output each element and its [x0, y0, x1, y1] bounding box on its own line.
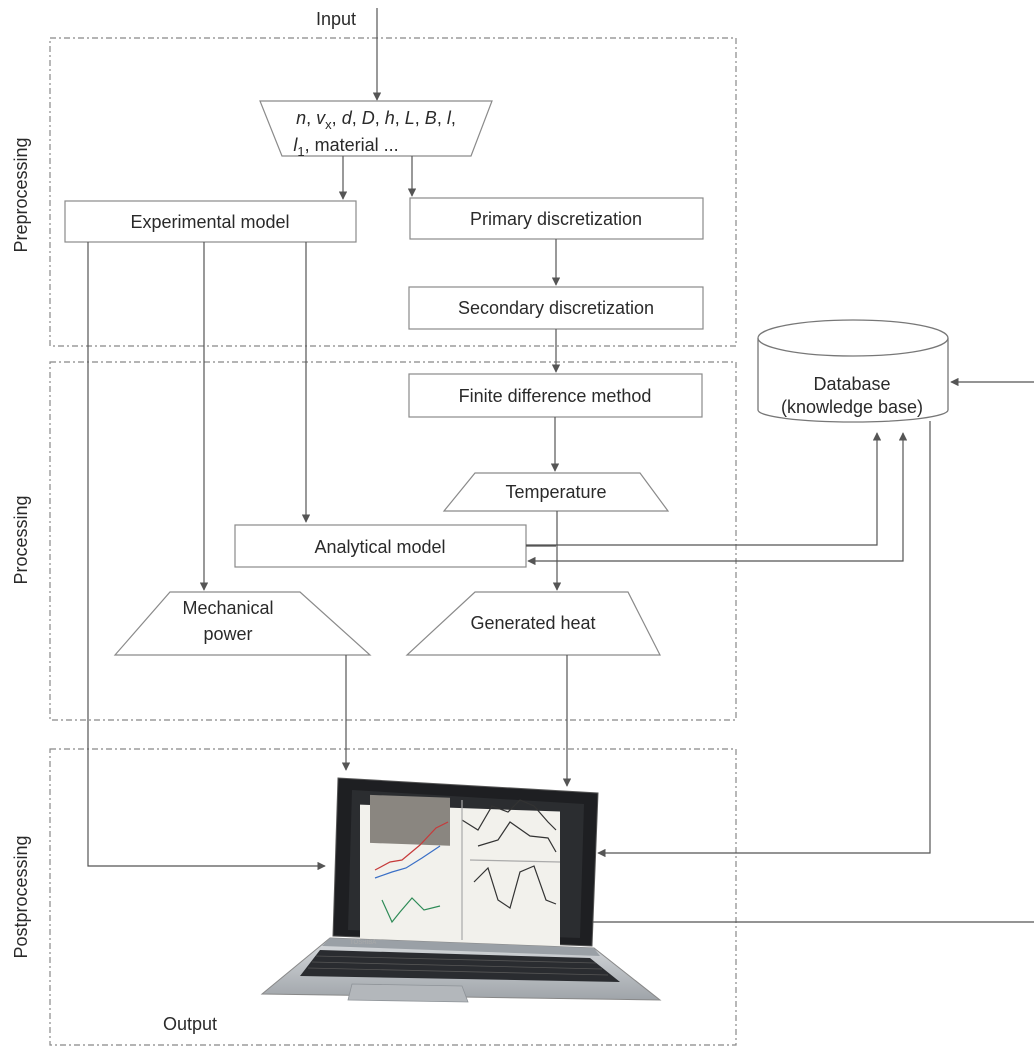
param-l1-sub: 1 [297, 144, 304, 159]
screen-photo [370, 794, 450, 846]
finite-difference-label: Finite difference method [459, 386, 652, 406]
parameters-trapezoid [259, 100, 493, 157]
param-d: d [342, 108, 353, 128]
laptop-trackpad [347, 983, 469, 1003]
input-label: Input [316, 9, 356, 29]
temperature-label: Temperature [505, 482, 606, 502]
database-label-2: (knowledge base) [781, 397, 923, 417]
param-sep: , [375, 108, 385, 128]
primary-discretization-label: Primary discretization [470, 209, 642, 229]
param-v: v [316, 108, 326, 128]
param-h: h [385, 108, 395, 128]
section-label-preprocessing: Preprocessing [11, 137, 31, 252]
param-n: n [296, 108, 306, 128]
param-sep: , [306, 108, 316, 128]
generated-heat-trapezoid [405, 591, 661, 656]
generated-heat-label: Generated heat [470, 613, 595, 633]
arrow-database-to-laptop [597, 421, 931, 858]
param-L: L [405, 108, 415, 128]
preprocessing-region [49, 37, 737, 347]
param-D: D [362, 108, 375, 128]
laptop-brand: TOSHIBA [350, 940, 376, 946]
param-B: B [425, 108, 437, 128]
database-label-1: Database [813, 374, 890, 394]
database-cylinder [757, 319, 949, 423]
secondary-discretization-label: Secondary discretization [458, 298, 654, 318]
section-label-postprocessing: Postprocessing [11, 835, 31, 958]
param-sep: , [395, 108, 405, 128]
param-sep: , [437, 108, 447, 128]
param-l: l [447, 108, 452, 128]
parameters-line-1: n, vx, d, D, h, L, B, l, [296, 108, 456, 132]
analytical-model-label: Analytical model [314, 537, 445, 557]
param-v-sub: x [325, 117, 332, 132]
param-l1: l [293, 135, 298, 155]
param-sep: , [415, 108, 425, 128]
postprocessing-region [49, 748, 737, 1046]
param-material: , material ... [305, 135, 399, 155]
mechanical-power-trapezoid [113, 591, 372, 656]
param-sep: , [332, 108, 342, 128]
param-sep: , [451, 108, 456, 128]
param-sep: , [352, 108, 362, 128]
secondary-discretization-box [408, 286, 704, 330]
screen-charts [374, 799, 561, 940]
mechanical-power-label-1: Mechanical [182, 598, 273, 618]
laptop-illustration: TOSHIBA [260, 777, 662, 1003]
experimental-model-label: Experimental model [130, 212, 289, 232]
experimental-model-box [64, 200, 357, 243]
arrow-database-to-analytical [527, 432, 908, 566]
arrow-experimental-to-output [87, 242, 326, 871]
primary-discretization-box [409, 197, 704, 240]
section-label-processing: Processing [11, 495, 31, 584]
analytical-model-box [234, 524, 527, 568]
parameters-line-2: l1, material ... [293, 135, 398, 159]
mechanical-power-label-2: power [203, 624, 252, 644]
output-label: Output [163, 1014, 217, 1034]
